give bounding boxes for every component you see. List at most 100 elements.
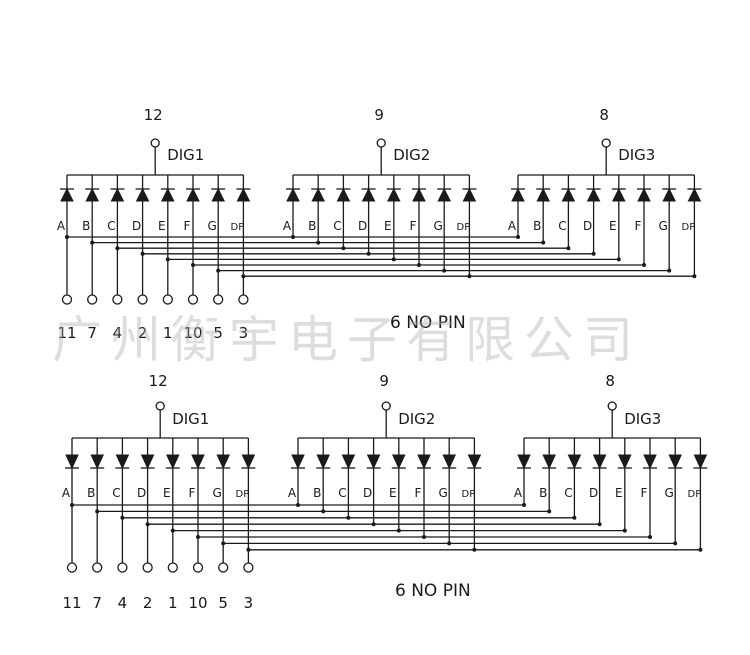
segment-label-dp: DP <box>682 222 696 233</box>
segment-pin-circle <box>167 562 178 573</box>
diode-symbol <box>467 454 482 470</box>
digit-pin-number-dig2: 9 <box>379 372 389 390</box>
segment-pin-circle <box>243 562 254 573</box>
segment-label-a: A <box>514 486 523 500</box>
diode-symbol <box>135 187 150 202</box>
segment-label-a: A <box>57 219 66 233</box>
segment-pin-circle <box>61 294 73 305</box>
segment-label-f: F <box>635 219 642 233</box>
digit-pin-circle <box>607 401 617 411</box>
segment-label-e: E <box>615 486 623 500</box>
segment-label-g: G <box>434 219 443 233</box>
segment-pin-number: 2 <box>143 594 153 612</box>
schematic-common-cathode <box>65 401 708 573</box>
segment-label-g: G <box>213 486 222 500</box>
diode-symbol <box>567 454 582 470</box>
segment-label-e: E <box>158 219 166 233</box>
digit-pin-number-dig3: 8 <box>605 372 615 390</box>
segment-pin-circle <box>142 562 153 573</box>
diode-symbol <box>668 454 682 470</box>
segment-label-c: C <box>338 486 346 500</box>
diode-symbol <box>586 187 601 202</box>
segment-label-dp: DP <box>236 489 250 500</box>
segment-label-c: C <box>333 219 341 233</box>
diode-symbol <box>542 454 556 470</box>
diode-symbol <box>386 187 401 202</box>
segment-label-dp: DP <box>688 489 702 500</box>
digit-pin-circle <box>601 138 611 148</box>
segment-label-g: G <box>208 219 217 233</box>
segment-label-b: B <box>87 486 95 500</box>
segment-pin-number: 10 <box>183 324 202 342</box>
diode-symbol <box>115 454 130 470</box>
segment-label-d: D <box>137 486 146 500</box>
segment-label-d: D <box>132 219 141 233</box>
segment-label-d: D <box>589 486 598 500</box>
diode-symbol <box>341 454 356 470</box>
segment-label-c: C <box>112 486 120 500</box>
diode-symbol <box>65 454 79 470</box>
diode-symbol <box>241 454 256 470</box>
digit-pin-number-dig2: 9 <box>374 106 384 124</box>
diode-symbol <box>85 187 100 202</box>
segment-label-f: F <box>189 486 196 500</box>
segment-pin-circle <box>213 294 224 305</box>
digit-pin-number-dig1: 12 <box>149 372 168 390</box>
segment-label-g: G <box>659 219 668 233</box>
segment-label-c: C <box>564 486 572 500</box>
segment-label-e: E <box>384 219 392 233</box>
segment-label-g: G <box>439 486 448 500</box>
diode-symbol <box>140 454 155 470</box>
no-pin-note: 6 NO PIN <box>390 313 466 333</box>
diode-symbol <box>316 454 330 470</box>
segment-pin-number: 7 <box>87 324 97 342</box>
diode-symbol <box>662 187 677 202</box>
segment-label-e: E <box>609 219 617 233</box>
diode-symbol <box>611 187 626 202</box>
segment-pin-circle <box>112 294 123 305</box>
segment-pin-number: 11 <box>57 324 76 342</box>
segment-label-c: C <box>107 219 115 233</box>
diode-symbol <box>618 454 632 470</box>
digit-pin-circle <box>150 138 160 148</box>
segment-label-a: A <box>508 219 517 233</box>
segment-label-f: F <box>641 486 648 500</box>
diode-symbol <box>186 187 200 202</box>
diode-symbol <box>366 454 381 470</box>
diode-symbol <box>191 454 205 470</box>
segment-label-e: E <box>163 486 171 500</box>
segment-label-d: D <box>358 219 367 233</box>
segment-label-b: B <box>533 219 541 233</box>
segment-label-b: B <box>539 486 547 500</box>
diode-symbol <box>291 454 305 470</box>
diode-symbol <box>412 187 426 202</box>
segment-pin-circle <box>218 562 229 573</box>
segment-label-f: F <box>415 486 422 500</box>
diode-symbol <box>336 187 351 202</box>
digit-pin-number-dig3: 8 <box>599 106 609 124</box>
segment-pin-number: 1 <box>163 324 173 342</box>
segment-pin-number: 3 <box>244 594 254 612</box>
schematic-common-anode <box>60 138 702 305</box>
digit-pin-circle <box>376 138 386 148</box>
segment-label-g: G <box>665 486 674 500</box>
diode-symbol <box>442 454 456 470</box>
segment-pin-number: 4 <box>113 324 123 342</box>
diode-symbol <box>693 454 708 470</box>
diode-symbol <box>437 187 452 202</box>
segment-label-a: A <box>283 219 292 233</box>
segment-pin-circle <box>192 562 204 573</box>
segment-label-dp: DP <box>462 489 476 500</box>
diode-symbol <box>216 454 230 470</box>
segment-pin-number: 7 <box>92 594 102 612</box>
diode-symbol <box>561 187 576 202</box>
digit-label-dig1: DIG1 <box>172 410 209 428</box>
segment-label-c: C <box>558 219 566 233</box>
diode-symbol <box>236 187 251 202</box>
diode-symbol <box>90 454 104 470</box>
digit-pin-circle <box>155 401 165 411</box>
diode-symbol <box>511 187 525 202</box>
diode-symbol <box>517 454 531 470</box>
segment-pin-number: 4 <box>118 594 128 612</box>
